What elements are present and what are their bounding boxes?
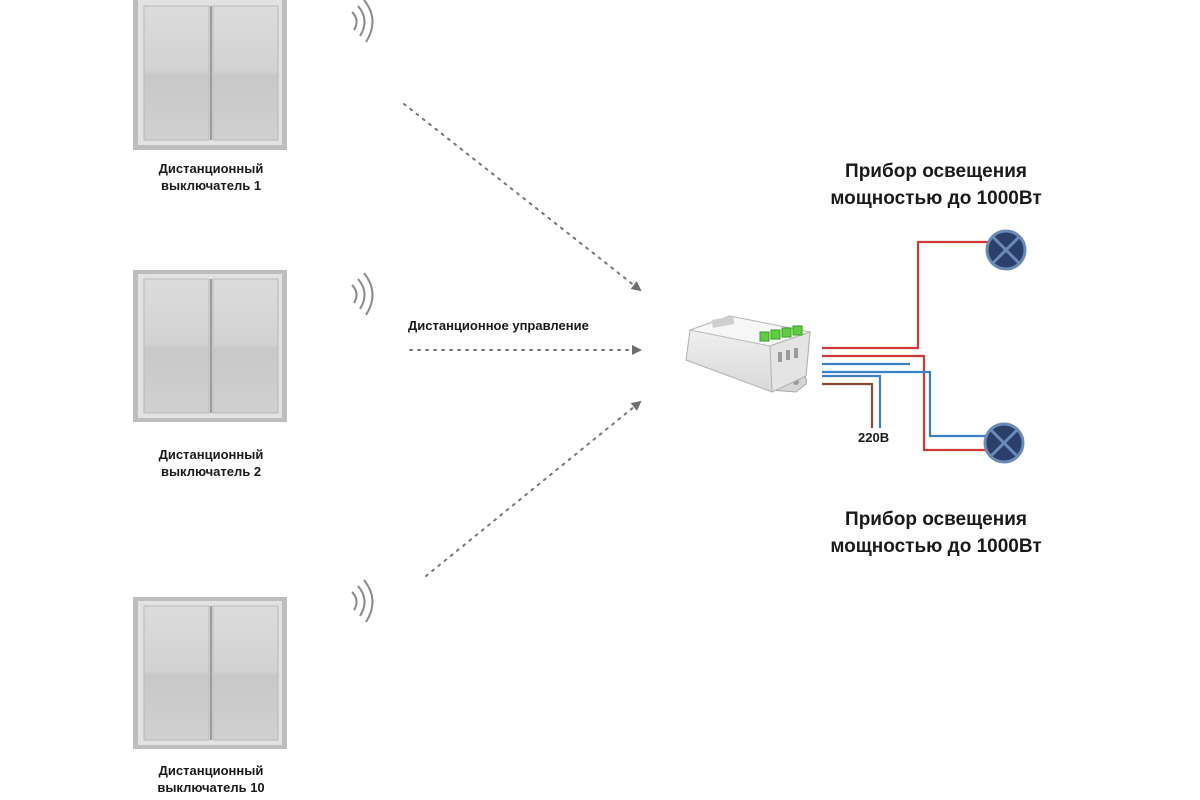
relay-module-icon xyxy=(685,315,812,393)
lamp-symbol-icon xyxy=(983,422,1025,464)
remote-switch-1 xyxy=(133,0,287,150)
switch-2-label-line2: выключатель 2 xyxy=(160,464,262,479)
switch-10-label: Дистанционный выключатель 10 xyxy=(121,762,301,796)
wifi-signal-icon xyxy=(351,272,374,316)
voltage-label: 220В xyxy=(858,430,890,445)
switch-1-label-line1: Дистанционный xyxy=(158,161,264,176)
signal-arrows xyxy=(403,103,642,577)
lamp-2-label-line2: мощностью до 1000Вт xyxy=(830,536,1042,557)
lamp-1-label-line2: мощностью до 1000Вт xyxy=(830,188,1042,209)
remote-switch-10 xyxy=(133,597,287,749)
lamp-1-label-line1: Прибор освещения xyxy=(845,161,1027,182)
wifi-signal-icon xyxy=(351,0,374,43)
wiring xyxy=(822,240,990,452)
lamp-1-label: Прибор освещения мощностью до 1000Вт xyxy=(786,158,1086,212)
switch-10-label-line1: Дистанционный xyxy=(158,763,264,778)
lamp-2-label-line1: Прибор освещения xyxy=(845,509,1027,530)
arrow-from-switch-1 xyxy=(403,103,642,292)
wifi-signal-icon xyxy=(351,579,374,623)
switch-10-label-line2: выключатель 10 xyxy=(157,780,265,795)
lamp-symbol-icon xyxy=(985,229,1027,271)
lamp-2-label: Прибор освещения мощностью до 1000Вт xyxy=(786,506,1086,560)
remote-switch-2 xyxy=(133,270,287,422)
remote-control-label: Дистанционное управление xyxy=(408,318,589,333)
switch-2-label-line1: Дистанционный xyxy=(158,447,264,462)
switch-2-label: Дистанционный выключатель 2 xyxy=(121,446,301,480)
switch-1-label-line2: выключатель 1 xyxy=(160,178,262,193)
arrow-from-switch-10 xyxy=(425,400,642,577)
switch-1-label: Дистанционный выключатель 1 xyxy=(121,160,301,194)
